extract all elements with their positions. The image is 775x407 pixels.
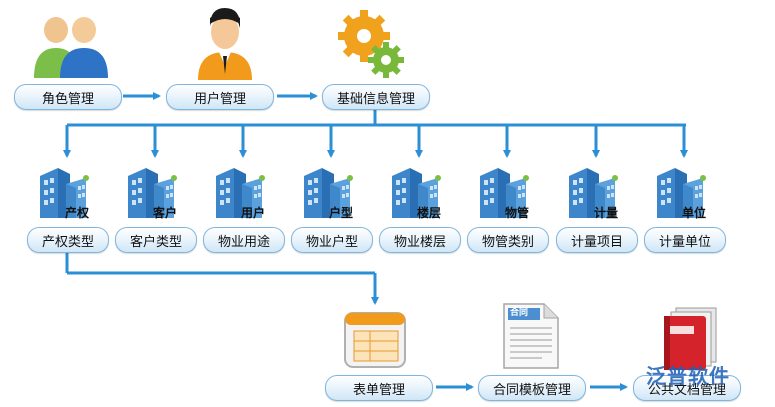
node-category[interactable]: 产权类型 [27, 227, 109, 253]
building-icon [392, 168, 441, 218]
building-icon [480, 168, 529, 218]
building-icon [304, 168, 353, 218]
building-icon [657, 168, 706, 218]
watermark-logo: 泛普软件 [646, 360, 730, 389]
contract-document-icon [503, 303, 559, 369]
building-tag: 楼层 [417, 206, 442, 220]
form-table-icon [344, 312, 406, 368]
node-contract-template-management[interactable]: 合同模板管理 [478, 375, 586, 401]
building-icon [216, 168, 265, 218]
contract-doc-header: 合同 [510, 308, 529, 318]
building-tag: 产权 [65, 206, 90, 220]
building-icon [569, 168, 618, 218]
watermark-text: 泛普软件 [646, 364, 730, 388]
node-category[interactable]: 物管类别 [467, 227, 549, 253]
building-tag: 物管 [505, 206, 530, 220]
gears-icon [338, 10, 404, 78]
building-icon [128, 168, 177, 218]
building-tag: 户型 [329, 206, 354, 220]
role-group-icon [34, 17, 108, 78]
user-avatar-icon [198, 8, 252, 80]
node-category[interactable]: 物业户型 [291, 227, 373, 253]
node-public-document-management[interactable]: 公共文档管理 [633, 375, 741, 401]
node-category[interactable]: 计量项目 [556, 227, 638, 253]
building-tag: 客户 [153, 206, 178, 220]
node-role-management[interactable]: 角色管理 [14, 84, 122, 110]
building-tag: 用户 [241, 206, 266, 220]
building-tag: 单位 [682, 206, 707, 220]
node-category[interactable]: 计量单位 [644, 227, 726, 253]
building-icon [40, 168, 89, 218]
node-form-management[interactable]: 表单管理 [325, 375, 433, 401]
public-doc-folder-icon [664, 307, 717, 370]
building-tag: 计量 [594, 206, 619, 220]
node-user-management[interactable]: 用户管理 [166, 84, 274, 110]
node-category[interactable]: 物业用途 [203, 227, 285, 253]
node-basic-info-management[interactable]: 基础信息管理 [322, 84, 430, 110]
node-category[interactable]: 客户类型 [115, 227, 197, 253]
node-category[interactable]: 物业楼层 [379, 227, 461, 253]
